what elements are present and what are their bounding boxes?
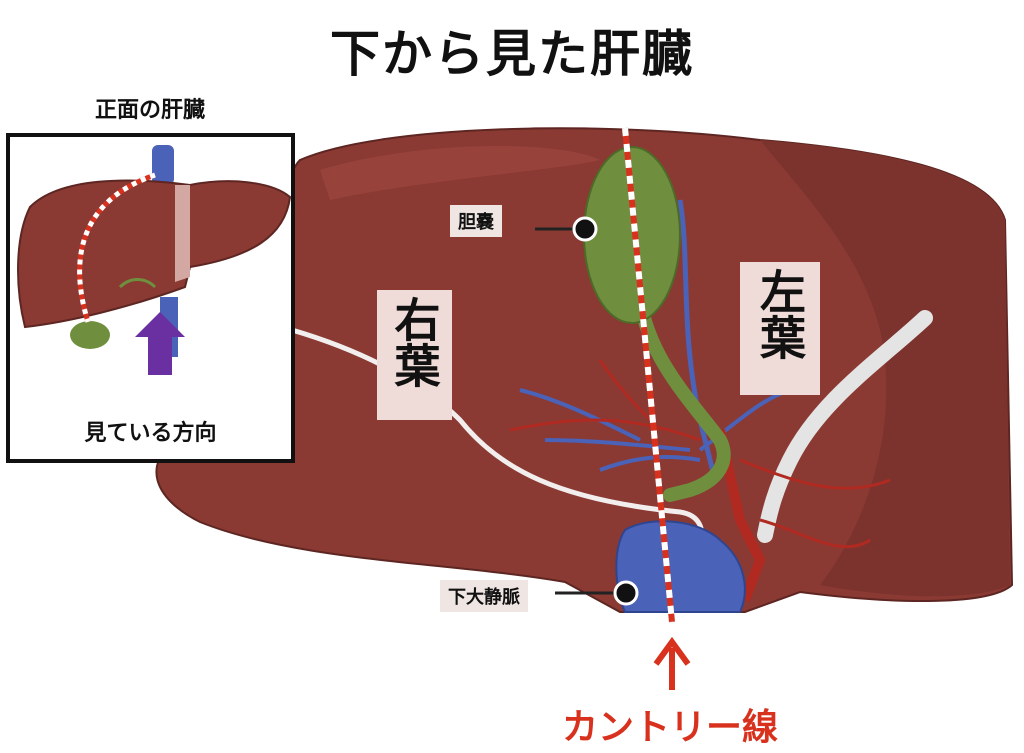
left-lobe-shading (760, 140, 1010, 597)
right-lobe-highlight (320, 146, 600, 200)
vessels (509, 199, 891, 602)
round-ligament (757, 310, 933, 543)
inferior-vena-cava (615, 520, 746, 613)
liver-front-view-illustration (17, 145, 291, 375)
view-direction-arrow-icon (135, 312, 185, 375)
gallbladder-label: 胆嚢 (450, 205, 502, 237)
cystic-duct (633, 293, 731, 502)
inset-title: 正面の肝臓 (94, 98, 205, 123)
right-lobe-label: 右葉 (377, 290, 452, 420)
cantlie-arrow-icon (653, 636, 691, 690)
page-title: 下から見た肝臓 (330, 25, 694, 83)
left-lobe-label: 左葉 (740, 262, 820, 395)
view-direction-label: 見ている方向 (84, 421, 217, 446)
front-view-inset: 見ている方向 (6, 133, 295, 463)
cantlie-line-label: カントリー線 (561, 707, 778, 748)
ivc-label: 下大静脈 (440, 580, 528, 612)
